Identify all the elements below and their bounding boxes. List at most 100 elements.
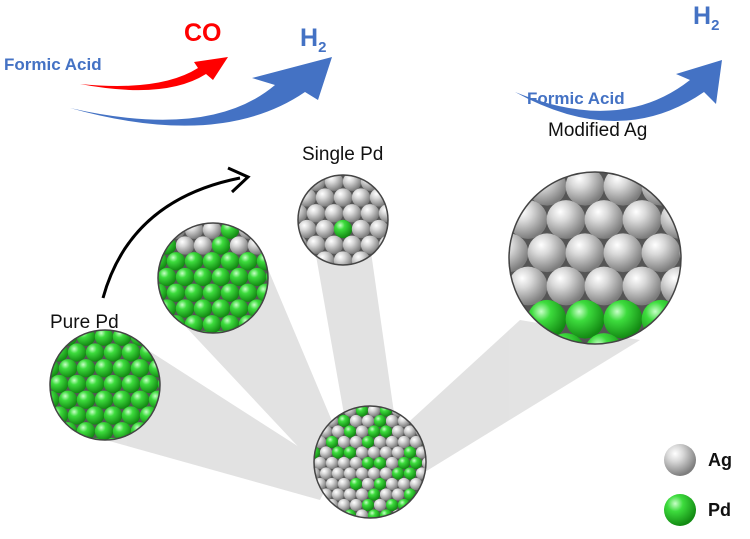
atom xyxy=(387,188,388,207)
atom xyxy=(385,435,399,449)
atom xyxy=(660,172,681,173)
atom xyxy=(50,406,51,425)
atom xyxy=(325,456,339,470)
atom xyxy=(85,374,105,394)
atom xyxy=(319,446,333,459)
legend-pd-swatch xyxy=(664,494,696,526)
atom xyxy=(403,406,417,417)
atom xyxy=(509,172,529,206)
atom xyxy=(415,509,426,518)
atom xyxy=(361,477,375,491)
atom xyxy=(229,267,249,287)
atom xyxy=(175,299,195,318)
atom xyxy=(324,235,344,254)
atom xyxy=(409,498,423,512)
atom xyxy=(103,374,123,394)
atom xyxy=(361,435,375,449)
atom xyxy=(298,175,299,176)
atom xyxy=(319,467,333,480)
atom xyxy=(603,299,643,339)
atom xyxy=(333,251,353,265)
atom xyxy=(158,236,159,255)
atom xyxy=(565,233,605,273)
atom xyxy=(103,406,123,425)
atom xyxy=(527,233,567,273)
atom xyxy=(175,223,195,224)
atom xyxy=(584,266,624,306)
atom xyxy=(385,477,399,491)
atom xyxy=(409,406,423,407)
atom xyxy=(337,414,351,428)
atom xyxy=(387,175,388,176)
atom xyxy=(355,425,369,438)
atom xyxy=(50,343,51,362)
atom xyxy=(298,235,308,254)
atom xyxy=(349,498,363,512)
atom xyxy=(67,374,87,394)
atom xyxy=(76,390,96,409)
atom xyxy=(298,251,299,265)
atom xyxy=(202,252,222,271)
atom xyxy=(193,223,213,224)
atom xyxy=(298,219,299,239)
atom xyxy=(229,299,249,318)
atom xyxy=(385,414,399,428)
formic-acid-label-right: Formic Acid xyxy=(527,89,625,108)
atom xyxy=(385,498,399,512)
arrowhead-icon xyxy=(227,166,251,194)
atom xyxy=(112,390,132,409)
legend-ag-swatch xyxy=(664,444,696,476)
atom xyxy=(367,406,381,417)
atom xyxy=(193,236,213,255)
atom xyxy=(325,498,339,512)
progression-arrow xyxy=(101,176,241,299)
atom xyxy=(351,188,371,207)
atom xyxy=(325,477,339,491)
atom xyxy=(403,446,417,459)
atom xyxy=(193,267,213,287)
atom xyxy=(509,200,510,239)
atom xyxy=(50,374,51,394)
atom xyxy=(367,467,381,480)
atom xyxy=(298,188,299,207)
atom xyxy=(421,456,426,470)
atom xyxy=(331,406,345,417)
atom xyxy=(385,456,399,470)
atom xyxy=(641,233,681,273)
atom xyxy=(343,488,357,501)
atom xyxy=(337,477,351,491)
atom xyxy=(166,252,186,271)
atom xyxy=(238,252,258,271)
atom xyxy=(387,251,388,265)
atom xyxy=(158,299,159,318)
atom xyxy=(351,251,371,265)
atom xyxy=(158,223,168,239)
atom xyxy=(355,509,369,518)
atom xyxy=(325,406,339,407)
atom xyxy=(509,172,510,173)
atom xyxy=(397,456,411,470)
atom xyxy=(298,175,308,191)
atom xyxy=(337,456,351,470)
atom xyxy=(94,422,114,440)
atom xyxy=(193,299,213,318)
atom xyxy=(158,252,168,271)
pure-pd-label: Pure Pd xyxy=(50,312,119,333)
atom xyxy=(331,425,345,438)
atom xyxy=(331,488,345,501)
atom xyxy=(94,359,114,378)
atom xyxy=(409,435,423,449)
atom xyxy=(175,267,195,287)
atom xyxy=(166,283,186,302)
atom xyxy=(121,374,141,394)
atom xyxy=(367,425,381,438)
atom xyxy=(360,175,380,191)
atom xyxy=(211,299,231,318)
atom xyxy=(50,390,60,409)
atom xyxy=(331,446,345,459)
atom xyxy=(247,223,267,224)
atom xyxy=(509,172,548,173)
atom xyxy=(403,488,417,501)
atom xyxy=(315,188,335,207)
